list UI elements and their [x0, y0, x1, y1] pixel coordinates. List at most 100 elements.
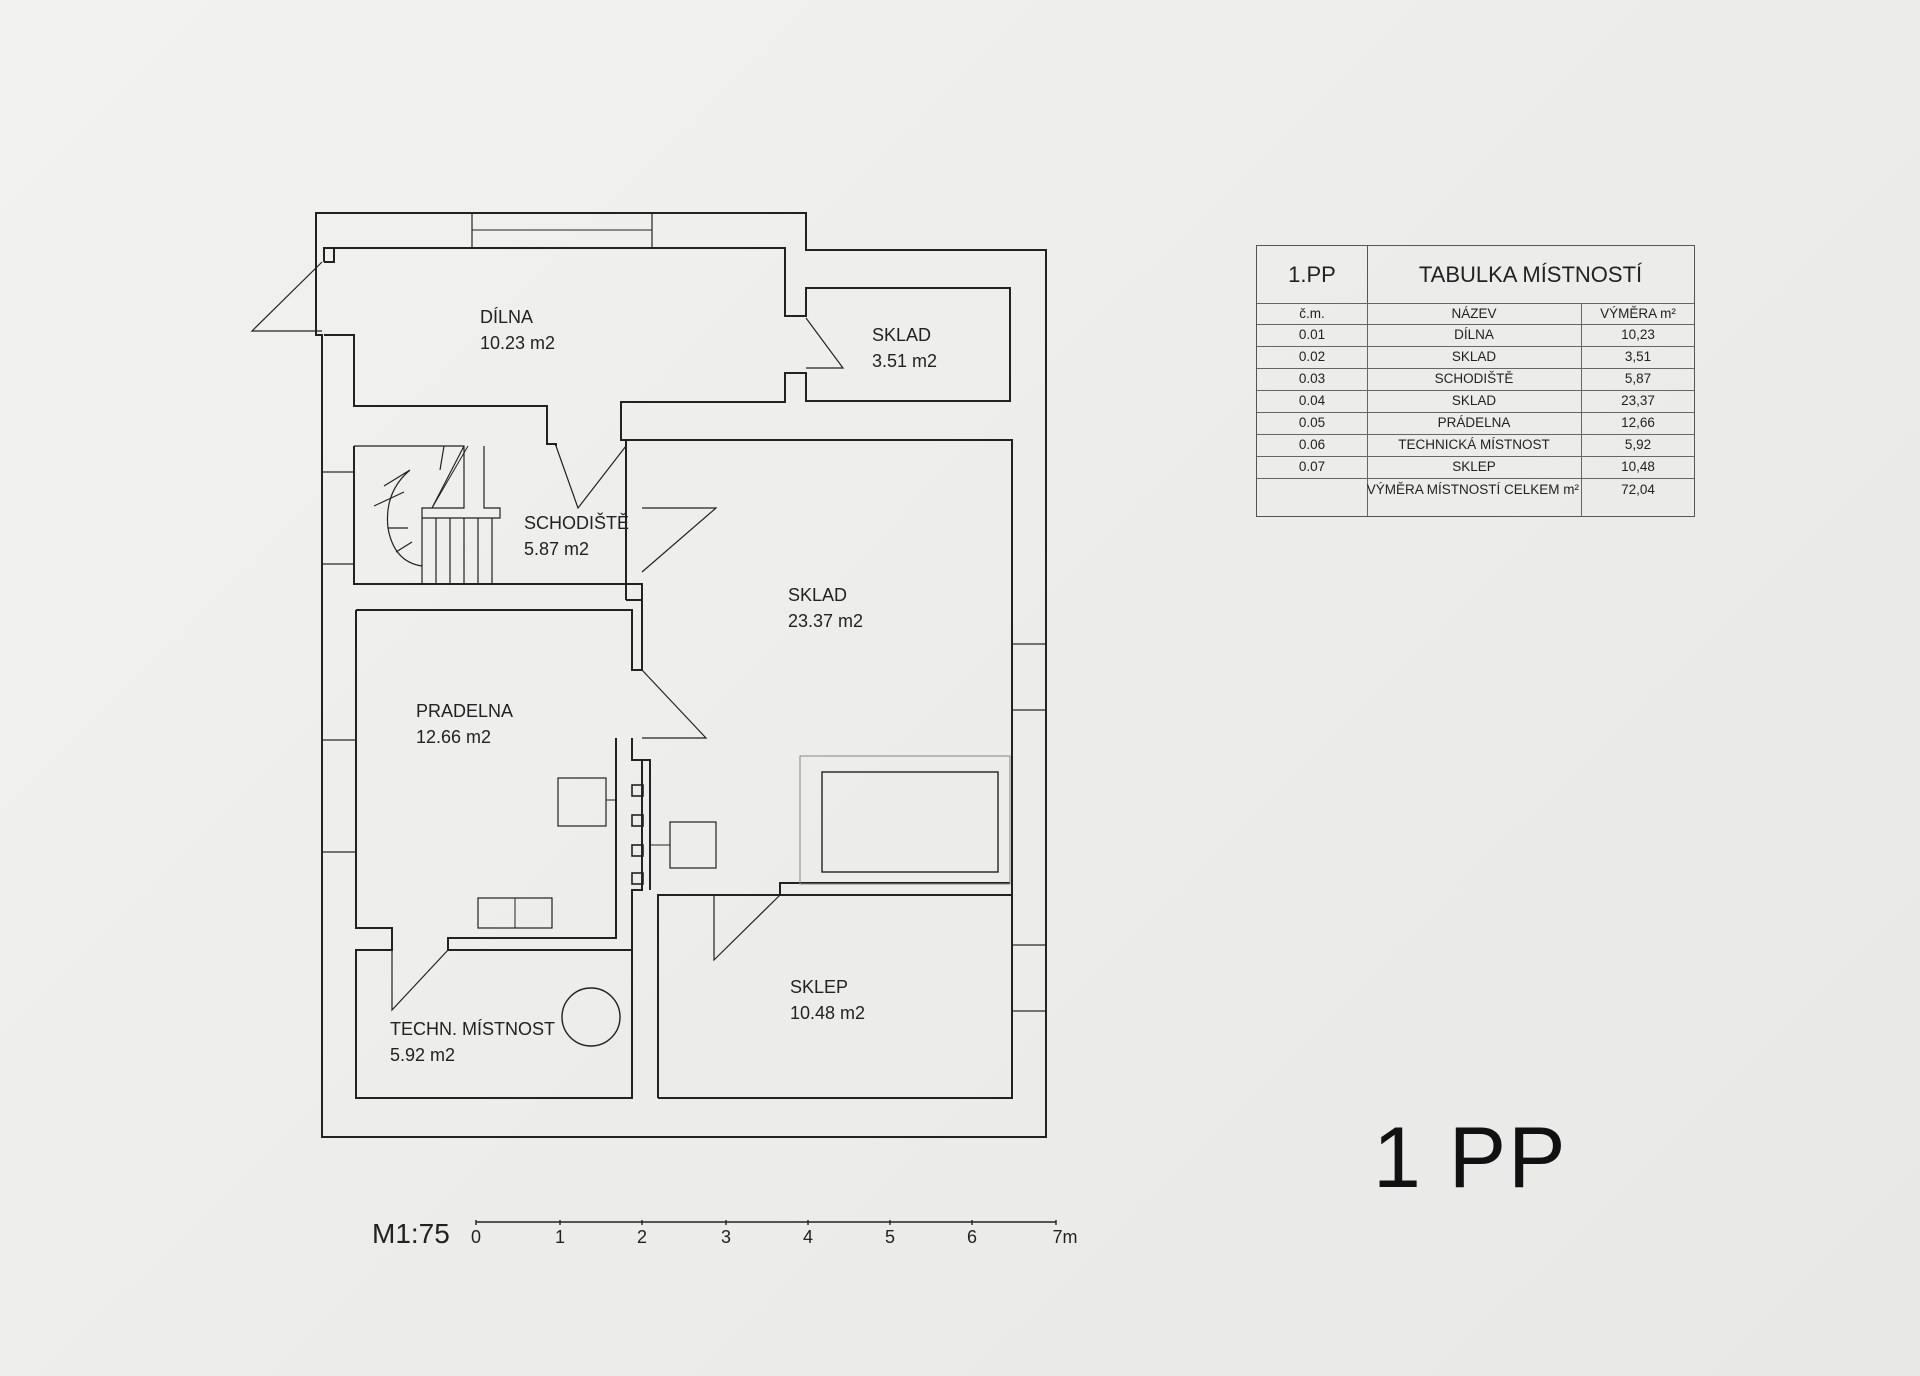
table-cell: SKLAD	[1451, 393, 1497, 408]
room-label-sklad-small: SKLAD 3.51 m2	[872, 322, 937, 374]
door-stair-dilna	[555, 445, 627, 510]
scale-tick-label: 4	[802, 1227, 813, 1247]
outer-wall-outline	[315, 212, 1047, 1138]
boiler-tank-shelf	[799, 755, 1011, 885]
window-east-sklep	[1011, 944, 1047, 1012]
room-label-sklep: SKLEP 10.48 m2	[790, 974, 865, 1026]
room-label-schodiste: SCHODIŠTĚ 5.87 m2	[524, 510, 629, 562]
scale-tick-label: 0	[470, 1227, 481, 1247]
room-label-sklad-large: SKLAD 23.37 m2	[788, 582, 863, 634]
window-west-stair	[321, 471, 355, 565]
boiler-unit	[669, 821, 717, 869]
room-name: SKLAD	[788, 585, 848, 605]
vent-2	[631, 814, 644, 827]
window-west-pradelna	[321, 739, 357, 853]
vent-3	[631, 844, 644, 857]
scale-tick-label: 5	[884, 1227, 895, 1247]
room-area: 5.92 m2	[390, 1045, 456, 1065]
table-rule	[1257, 390, 1694, 391]
table-floor: 1.PP	[1257, 246, 1368, 303]
room-name: SKLEP	[790, 977, 849, 997]
wall-line	[658, 882, 1010, 896]
table-rule	[1257, 434, 1694, 435]
table-cell: DÍLNA	[1454, 327, 1494, 342]
room-name: SKLAD	[872, 325, 932, 345]
table-cell: SCHODIŠTĚ	[1434, 371, 1514, 386]
wall-line	[356, 584, 643, 671]
door-pradelna-sklad	[641, 669, 708, 739]
scale-bar	[475, 1220, 1057, 1225]
room-area: 3.51 m2	[872, 351, 938, 371]
window-east-sklad	[1011, 643, 1047, 711]
table-cell: SKLEP	[1452, 459, 1496, 474]
wall-line	[324, 248, 335, 263]
table-cell: 3,51	[1624, 349, 1652, 364]
table-header-name: NÁZEV	[1451, 306, 1497, 321]
table-header-area: VÝMĚRA m²	[1600, 306, 1676, 321]
table-rule	[1257, 456, 1694, 457]
room-area: 10.48 m2	[790, 1003, 866, 1023]
table-cell: 0.07	[1298, 459, 1326, 474]
floor-title: 1 PP	[1373, 1110, 1568, 1206]
table-total-label: VÝMĚRA MÍSTNOSTÍ CELKEM m²	[1366, 482, 1579, 497]
table-column-rule	[1581, 303, 1582, 516]
table-rule	[1257, 412, 1694, 413]
door-stair-sklad	[641, 507, 718, 573]
table-cell: 5,87	[1624, 371, 1652, 386]
table-cell: 0.06	[1298, 437, 1326, 452]
staircase	[354, 445, 501, 584]
room-name: SCHODIŠTĚ	[524, 513, 630, 533]
table-cell: 0.01	[1298, 327, 1326, 342]
table-rule	[1257, 303, 1694, 304]
vent-4	[631, 872, 644, 885]
table-cell: 0.04	[1298, 393, 1326, 408]
wall-line	[355, 610, 633, 1099]
wall-line	[631, 738, 643, 950]
scale-label: M1:75	[372, 1218, 450, 1249]
sklad-box	[821, 771, 999, 873]
vent-1	[631, 784, 644, 797]
room-label-techn: TECHN. MÍSTNOST 5.92 m2	[390, 1016, 555, 1068]
table-cell: 0.02	[1298, 349, 1326, 364]
room-area: 12.66 m2	[416, 727, 492, 747]
table-title: TABULKA MÍSTNOSTÍ	[1418, 261, 1643, 287]
table-cell: TECHNICKÁ MÍSTNOST	[1398, 437, 1550, 452]
room-name: TECHN. MÍSTNOST	[390, 1019, 555, 1039]
scale-tick-label: 6	[966, 1227, 977, 1247]
table-cell: 12,66	[1621, 415, 1655, 430]
door-dilna-entrance	[250, 261, 323, 332]
scale-tick-label: 7m	[1052, 1227, 1078, 1247]
room-area: 5.87 m2	[524, 539, 590, 559]
outer-wall-inner	[323, 247, 1013, 1099]
room-area: 10.23 m2	[480, 333, 556, 353]
room-name: PRADELNA	[416, 701, 514, 721]
washing-machine	[557, 777, 607, 827]
heater-tank	[561, 987, 621, 1047]
table-cell: 5,92	[1624, 437, 1652, 452]
wall-line	[642, 759, 651, 890]
room-label-dilna: DÍLNA 10.23 m2	[480, 304, 555, 356]
table-column-rule	[1367, 303, 1368, 516]
room-label-pradelna: PRADELNA 12.66 m2	[416, 698, 513, 750]
scale-tick-label: 2	[636, 1227, 647, 1247]
table-rule	[1257, 324, 1694, 325]
table-header-number: č.m.	[1299, 306, 1325, 321]
table-rule	[1257, 368, 1694, 369]
room-area: 23.37 m2	[788, 611, 864, 631]
stair-arrow	[431, 445, 469, 509]
table-cell: 10,23	[1621, 327, 1655, 342]
room-name: DÍLNA	[480, 307, 534, 327]
scale-tick-label: 1	[554, 1227, 565, 1247]
table-total-value: 72,04	[1621, 482, 1655, 497]
door-techn	[391, 949, 449, 1012]
table-cell: 0.05	[1298, 415, 1326, 430]
scale-tick-label: 3	[720, 1227, 731, 1247]
table-cell: 10,48	[1621, 459, 1655, 474]
door-sklep	[713, 894, 781, 962]
table-rule	[1257, 346, 1694, 347]
room-table: 1.PP TABULKA MÍSTNOSTÍ č.m. NÁZEV VÝMĚRA…	[1256, 245, 1695, 517]
table-cell: PRÁDELNA	[1437, 415, 1511, 430]
table-cell: 0.03	[1298, 371, 1326, 386]
